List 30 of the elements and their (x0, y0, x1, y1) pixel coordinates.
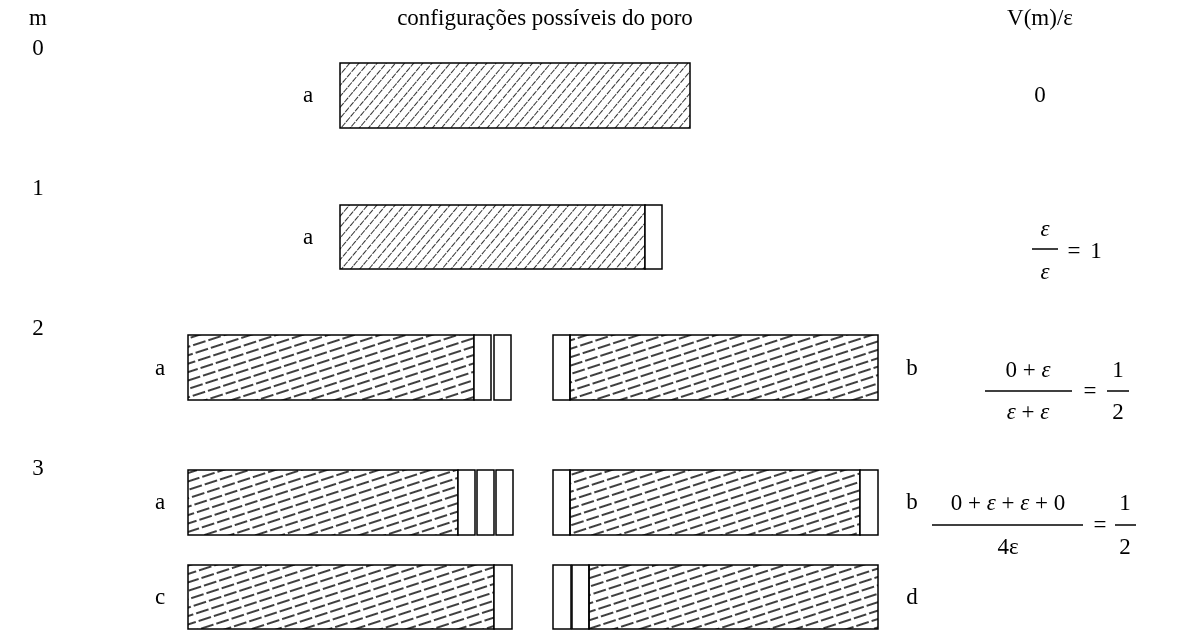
numerator: 1 (1112, 357, 1124, 383)
potential-value: 0 (1034, 82, 1046, 108)
row-number: 2 (32, 315, 44, 341)
numerator: 0 + ε (1005, 357, 1051, 383)
equals-sign: = (1067, 238, 1081, 264)
configuration-letter: b (906, 355, 918, 381)
column-header: V(m)/ε (1007, 5, 1073, 31)
row-number: 1 (32, 175, 44, 201)
denominator: ε (1040, 259, 1050, 285)
configuration-letter: c (154, 584, 166, 610)
configuration-letter: a (302, 82, 314, 108)
row-number: 0 (32, 35, 44, 61)
configuration-letter: b (906, 489, 918, 515)
equals-sign: = (1083, 378, 1097, 404)
numerator: 0 + ε + ε + 0 (950, 490, 1066, 516)
configuration-letter: a (302, 224, 314, 250)
configuration-letter: a (154, 489, 166, 515)
numerator: 1 (1119, 490, 1131, 516)
numerator: ε (1040, 216, 1050, 242)
configuration-letter: a (154, 355, 166, 381)
denominator: 2 (1119, 534, 1131, 560)
row-number: 3 (32, 455, 44, 481)
potential-value: 1 (1090, 238, 1102, 264)
denominator: ε + ε (1006, 399, 1050, 425)
denominator: 2 (1112, 399, 1124, 425)
equals-sign: = (1093, 512, 1107, 538)
configuration-letter: d (906, 584, 918, 610)
denominator: 4ε (997, 534, 1019, 560)
column-header: configurações possíveis do poro (397, 5, 693, 31)
column-header: m (29, 5, 47, 31)
